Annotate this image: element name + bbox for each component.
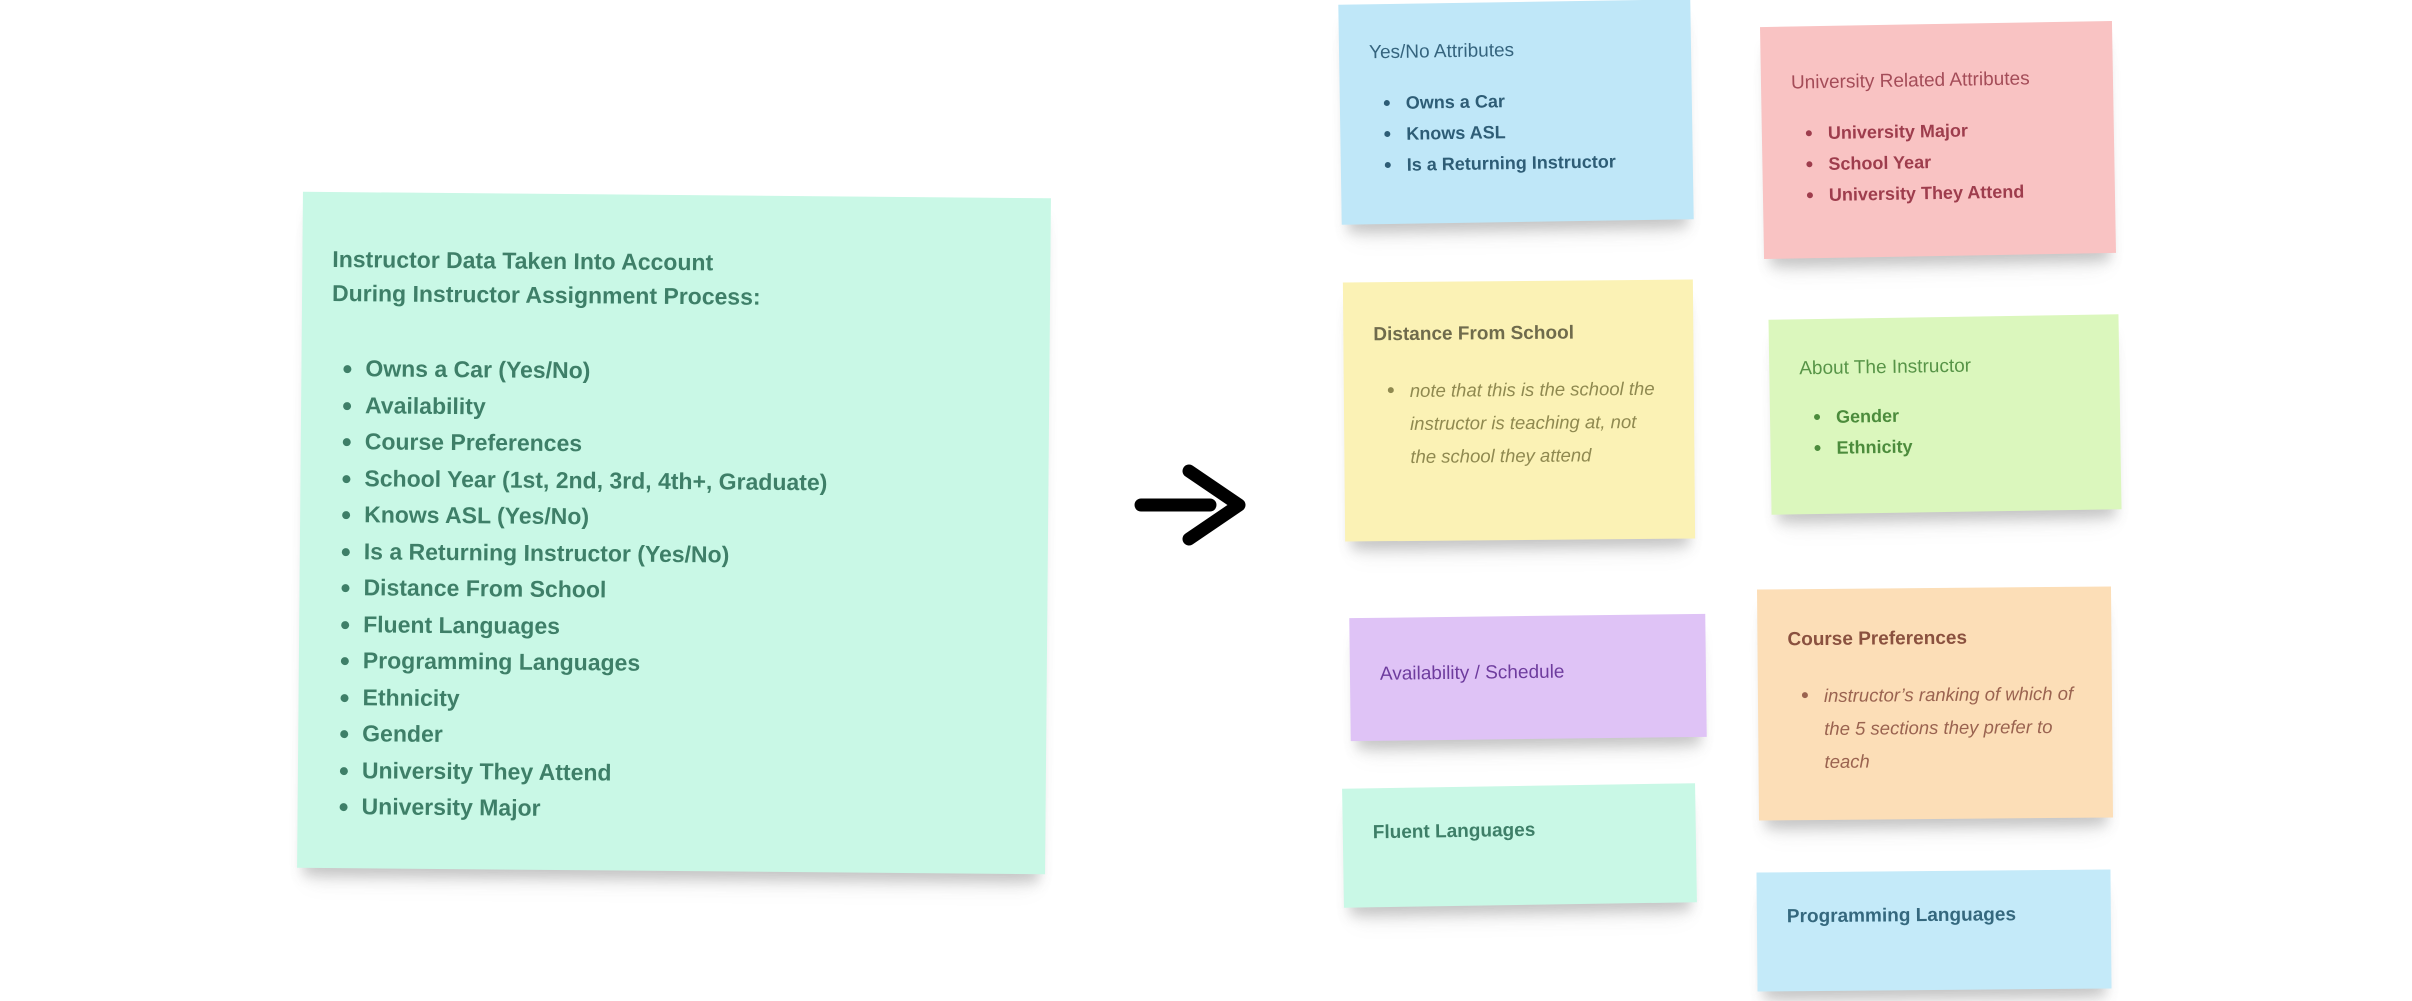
list-item: Knows ASL <box>1384 115 1664 150</box>
list-item: Fluent Languages <box>339 606 1013 648</box>
note-title: Programming Languages <box>1786 904 2017 928</box>
list-item: School Year <box>1806 144 2086 180</box>
list-item: Gender <box>338 715 1012 757</box>
sticky-note-distance-from-school[interactable]: Distance From School note that this is t… <box>1342 279 1696 542</box>
list-item: Is a Returning Instructor (Yes/No) <box>340 533 1014 575</box>
note-title: Availability / Schedule <box>1379 661 1565 685</box>
note-list: University Major School Year University … <box>1792 113 2088 211</box>
note-title: Yes/No Attributes <box>1368 40 1515 64</box>
note-body: instructor’s ranking of which of the 5 s… <box>1802 677 2077 778</box>
list-item: Course Preferences <box>341 423 1015 465</box>
list-item: Owns a Car <box>1384 84 1664 119</box>
right-arrow-icon[interactable] <box>1134 462 1250 548</box>
note-body: note that this is the school the instruc… <box>1388 372 1663 473</box>
sticky-note-availability-schedule[interactable]: Availability / Schedule <box>1349 613 1707 742</box>
list-item: Programming Languages <box>339 642 1013 684</box>
note-list: Owns a Car Knows ASL Is a Returning Inst… <box>1370 84 1665 182</box>
note-title: Course Preferences <box>1787 627 1968 651</box>
list-item: Owns a Car (Yes/No) <box>341 350 1015 392</box>
list-item: University They Attend <box>338 752 1012 794</box>
note-title: University Related Attributes <box>1790 68 2030 94</box>
main-note-list: Owns a Car (Yes/No) Availability Course … <box>327 350 1015 830</box>
sticky-note-university-related-attributes[interactable]: University Related Attributes University… <box>1760 20 2116 260</box>
sticky-note-fluent-languages[interactable]: Fluent Languages <box>1342 783 1697 908</box>
main-instructor-data-note[interactable]: Instructor Data Taken Into Account Durin… <box>297 191 1051 875</box>
note-list: Gender Ethnicity <box>1800 398 2093 465</box>
sticky-note-about-the-instructor[interactable]: About The Instructor Gender Ethnicity <box>1768 314 2122 515</box>
note-list: note that this is the school the instruc… <box>1374 372 1667 474</box>
note-list: instructor’s ranking of which of the 5 s… <box>1788 677 2085 779</box>
list-item: School Year (1st, 2nd, 3rd, 4th+, Gradua… <box>340 460 1014 502</box>
list-item: Ethnicity <box>1814 429 2092 464</box>
list-item: Knows ASL (Yes/No) <box>340 496 1014 538</box>
sticky-note-programming-languages[interactable]: Programming Languages <box>1756 869 2112 992</box>
list-item: Gender <box>1814 398 2092 433</box>
sticky-note-yes-no-attributes[interactable]: Yes/No Attributes Owns a Car Knows ASL I… <box>1338 0 1694 225</box>
main-note-title-line-2: During Instructor Assignment Process: <box>331 280 761 310</box>
list-item: University Major <box>337 788 1011 830</box>
list-item: Is a Returning Instructor <box>1385 146 1665 181</box>
note-title: About The Instructor <box>1799 355 1972 380</box>
list-item: Ethnicity <box>338 679 1012 721</box>
list-item: University Major <box>1806 113 2086 149</box>
note-title: Fluent Languages <box>1372 819 1536 844</box>
list-item: Distance From School <box>339 569 1013 611</box>
main-note-title: Instructor Data Taken Into Account Durin… <box>332 242 1017 316</box>
list-item: University They Attend <box>1807 175 2087 211</box>
note-title: Distance From School <box>1373 322 1575 346</box>
list-item: Availability <box>341 387 1015 429</box>
sticky-note-course-preferences[interactable]: Course Preferences instructor’s ranking … <box>1756 586 2114 821</box>
